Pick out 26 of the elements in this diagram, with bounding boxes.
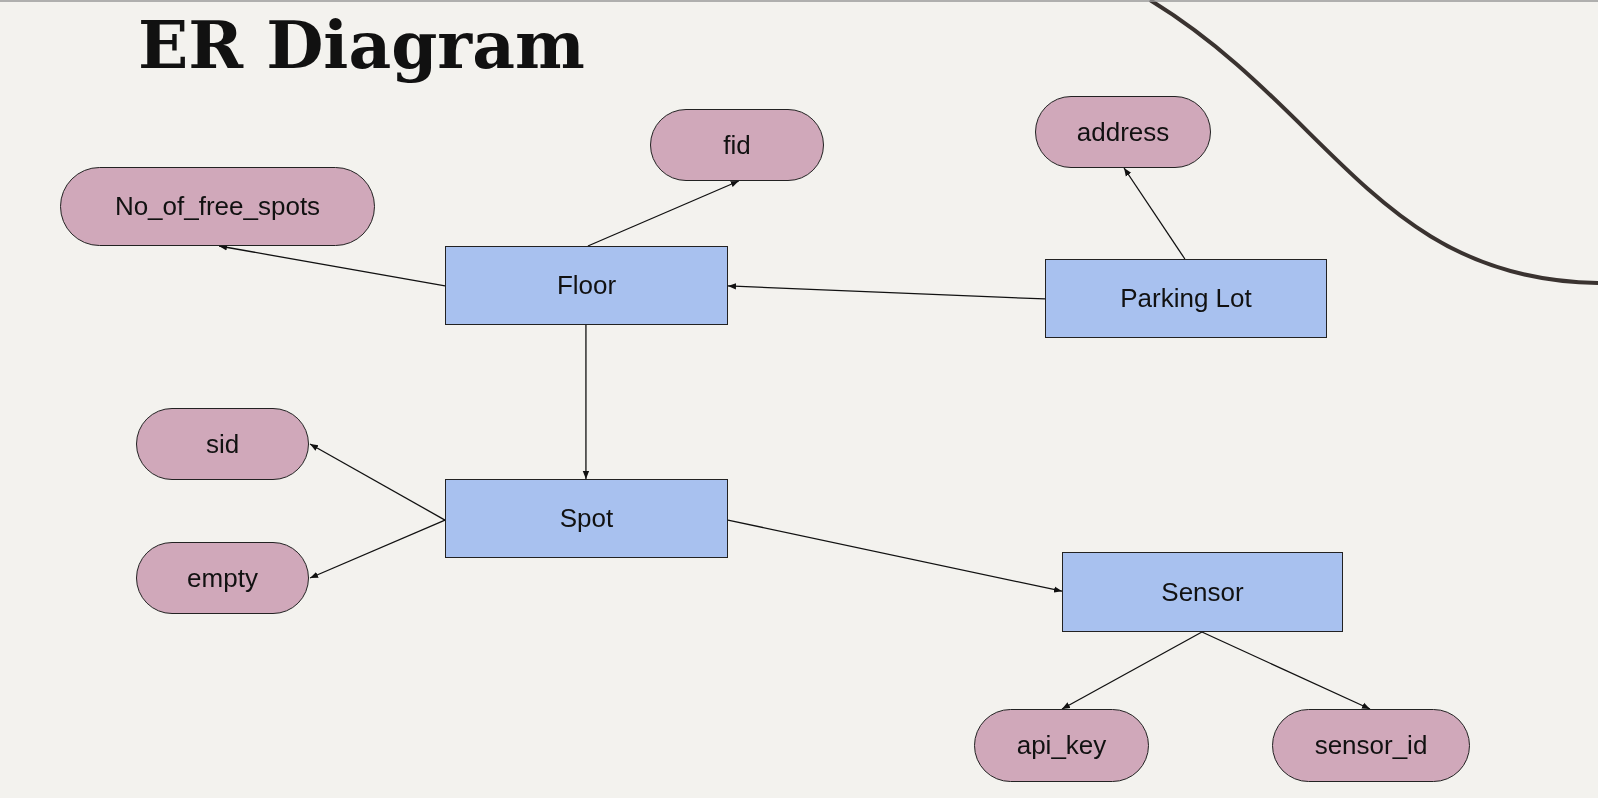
entity-name: Floor <box>556 270 617 301</box>
entity-box <box>445 246 728 325</box>
attribute-name: address <box>1076 116 1170 148</box>
arrow <box>1201 631 1371 710</box>
arrow <box>309 443 446 521</box>
title: ER Diagram <box>138 6 585 84</box>
arrow <box>1123 167 1186 260</box>
entity-box <box>1045 259 1327 338</box>
entity-name: Parking Lot <box>1120 283 1252 314</box>
attribute-name: sid <box>205 428 240 460</box>
arrow <box>587 180 740 247</box>
entity-name: Sensor <box>1161 576 1244 608</box>
entity-name: Spot <box>559 503 614 534</box>
arrow <box>1061 631 1203 710</box>
attribute-name: empty <box>187 562 258 594</box>
attribute-name: sensor_id <box>1314 730 1428 761</box>
arrow <box>727 519 1063 593</box>
attribute-name: No_of_free_spots <box>114 191 321 222</box>
arrow <box>309 519 446 579</box>
attribute-name: fid <box>723 129 751 161</box>
entity-box <box>445 479 728 558</box>
arrow <box>218 244 446 287</box>
entity-box <box>1062 552 1343 632</box>
arrow <box>727 283 1046 300</box>
attribute-name: api_key <box>1016 730 1107 761</box>
arrow <box>582 324 590 480</box>
